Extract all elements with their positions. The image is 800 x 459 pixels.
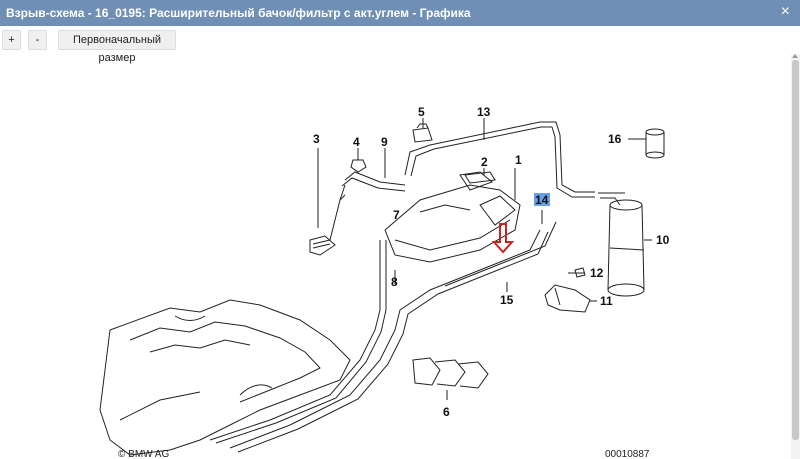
window-title: Взрыв-схема - 16_0195: Расширительный ба…: [6, 6, 471, 20]
callout-15[interactable]: 15: [500, 293, 514, 307]
close-icon[interactable]: ×: [780, 3, 790, 20]
zoom-in-button[interactable]: +: [2, 30, 21, 50]
clips-6: [412, 357, 489, 389]
callout-12[interactable]: 12: [590, 266, 604, 280]
hose-9: [329, 171, 406, 241]
callout-10[interactable]: 10: [656, 233, 670, 247]
callout-2[interactable]: 2: [481, 155, 488, 169]
toolbar: + - Первоначальный размер: [0, 26, 800, 64]
charcoal-canister: [384, 171, 521, 263]
leader-lines: [317, 118, 652, 400]
clip-3: [309, 235, 336, 256]
filter-10: [598, 192, 645, 297]
callout-7[interactable]: 7: [393, 208, 400, 222]
callout-labels: 1 2 3 4 5 6 7 8 9 10 11 12 13 14 15 16: [313, 105, 670, 419]
red-arrow-icon: [491, 223, 515, 254]
strap-11: [544, 284, 591, 313]
callout-16[interactable]: 16: [608, 132, 622, 146]
part-16: [645, 128, 665, 159]
scroll-up-icon[interactable]: [792, 54, 798, 58]
callout-11[interactable]: 11: [600, 294, 613, 308]
callout-4[interactable]: 4: [353, 135, 360, 149]
highlight-box: [534, 193, 550, 206]
footer-code: 00010887: [605, 449, 650, 459]
chassis-drawing: [99, 299, 351, 456]
vertical-scrollbar[interactable]: [791, 54, 800, 459]
callout-9[interactable]: 9: [381, 135, 388, 149]
scrollbar-thumb[interactable]: [792, 60, 799, 440]
callout-1[interactable]: 1: [515, 153, 522, 167]
exploded-diagram: 1 2 3 4 5 6 7 8 9 10 11 12 13 14 15 16 ©…: [99, 105, 670, 459]
zoom-out-button[interactable]: -: [28, 30, 47, 50]
callout-13[interactable]: 13: [477, 105, 491, 119]
bracket-2: [464, 171, 496, 184]
callout-14[interactable]: 14: [535, 193, 549, 207]
footer-logo: © BMW AG: [118, 449, 169, 459]
reset-size-button[interactable]: Первоначальный размер: [58, 30, 176, 64]
callout-5[interactable]: 5: [418, 105, 425, 119]
callout-3[interactable]: 3: [313, 132, 320, 146]
nut-4: [350, 159, 367, 173]
callout-6[interactable]: 6: [443, 405, 450, 419]
hose-13: [404, 121, 595, 198]
fuel-lines: [209, 221, 557, 453]
screw-12: [574, 267, 586, 278]
window-titlebar: Взрыв-схема - 16_0195: Расширительный ба…: [0, 0, 800, 26]
callout-8[interactable]: 8: [391, 275, 398, 289]
